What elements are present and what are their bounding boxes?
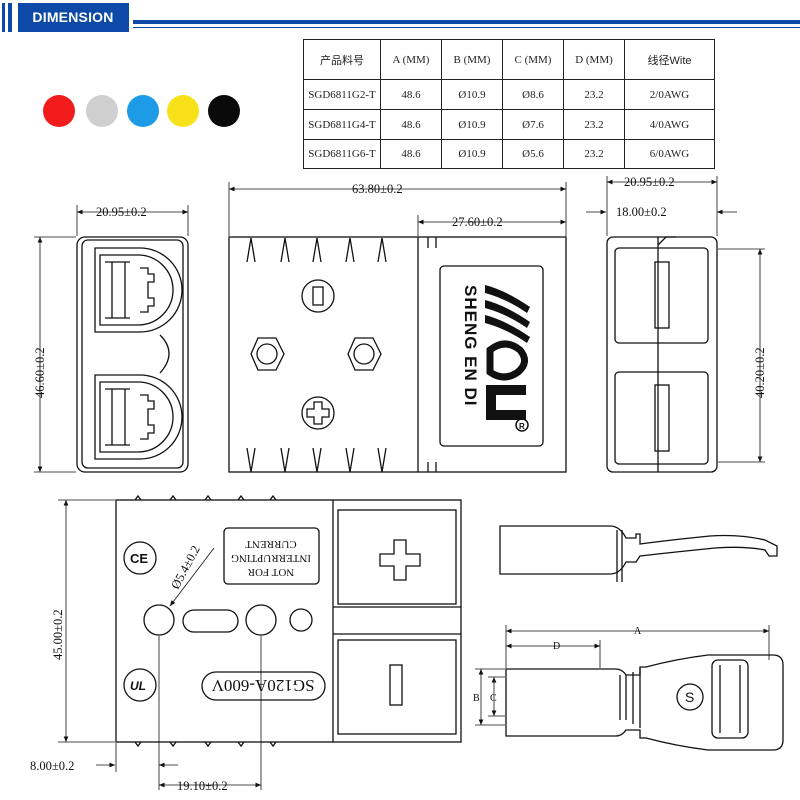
table-cell: SGD6811G2-T xyxy=(303,79,381,110)
side-dimensions xyxy=(586,176,765,463)
header-rule xyxy=(133,20,800,24)
terminal-side-view xyxy=(499,525,778,582)
header-stripe xyxy=(8,3,12,32)
dim-top-length: 63.80±0.2 xyxy=(352,182,403,196)
side-view xyxy=(606,236,718,473)
table-cell: 23.2 xyxy=(563,109,625,140)
header-stripe xyxy=(2,3,5,32)
warning-label: NOT FOR INTERRUPTING CURRENT xyxy=(231,538,311,578)
warning-line-1: NOT FOR xyxy=(247,566,294,578)
header-divider xyxy=(126,3,129,32)
terminal-dimensions xyxy=(475,625,770,726)
terminal-dim-a: A xyxy=(634,626,642,637)
terminal-dim-c: C xyxy=(490,693,497,704)
front-dimensions xyxy=(34,205,189,473)
dim-top-label-width: 27.60±0.2 xyxy=(452,215,503,229)
table-header-row: 产品料号 A (MM) B (MM) C (MM) D (MM) 线径Wite xyxy=(303,39,715,80)
table-header-cell: B (MM) xyxy=(441,39,503,80)
header-title: DIMENSION xyxy=(18,3,128,32)
table-row: SGD6811G6-T 48.6 Ø10.9 Ø5.6 23.2 6/0AWG xyxy=(303,139,715,169)
color-swatch-grey[interactable] xyxy=(86,95,118,127)
terminal-top-view xyxy=(505,654,784,751)
color-swatch-yellow[interactable] xyxy=(167,95,199,127)
table-header-cell: D (MM) xyxy=(563,39,625,80)
color-swatch-black[interactable] xyxy=(208,95,240,127)
bottom-dimensions xyxy=(58,499,262,790)
dim-side-width-outer: 20.95±0.2 xyxy=(624,175,675,189)
table-header-cell: C (MM) xyxy=(502,39,564,80)
dim-bottom-height: 45.00±0.2 xyxy=(51,609,65,660)
color-swatch-red[interactable] xyxy=(43,95,75,127)
ul-mark: UL xyxy=(130,679,146,693)
ce-mark: CE xyxy=(130,551,148,566)
table-cell: 6/0AWG xyxy=(624,139,715,169)
dim-side-width-inner: 18.00±0.2 xyxy=(616,205,667,219)
bottom-view xyxy=(115,494,462,748)
rating-label: SG120A-600V xyxy=(211,676,315,695)
terminal-dim-b: B xyxy=(473,693,480,704)
table-cell: Ø8.6 xyxy=(502,79,564,110)
header-rule xyxy=(133,27,800,28)
table-cell: SGD6811G6-T xyxy=(303,139,381,169)
section-header: DIMENSION xyxy=(0,0,800,36)
registered-mark: R xyxy=(519,422,525,431)
table-header-cell: A (MM) xyxy=(380,39,442,80)
terminal-dim-d: D xyxy=(553,641,560,652)
brand-logo: SHENG EN DI R xyxy=(461,285,530,432)
dim-bottom-spacing: 19.10±0.2 xyxy=(177,779,228,793)
dim-bottom-offset: 8.00±0.2 xyxy=(30,759,74,773)
table-cell: 23.2 xyxy=(563,139,625,169)
table-cell: 23.2 xyxy=(563,79,625,110)
top-view xyxy=(228,236,567,473)
table-cell: Ø5.6 xyxy=(502,139,564,169)
table-cell: 4/0AWG xyxy=(624,109,715,140)
terminal-s-mark: S xyxy=(685,689,694,705)
table-header-cell: 产品料号 xyxy=(303,39,381,80)
header-divider xyxy=(121,3,124,32)
table-header-cell: 线径Wite xyxy=(624,39,715,80)
dim-side-height: 40.20±0.2 xyxy=(753,347,767,398)
dim-front-width: 20.95±0.2 xyxy=(96,205,147,219)
table-cell: SGD6811G4-T xyxy=(303,109,381,140)
spec-table: 产品料号 A (MM) B (MM) C (MM) D (MM) 线径Wite … xyxy=(303,39,715,169)
table-cell: 48.6 xyxy=(380,139,442,169)
front-view xyxy=(76,236,189,473)
dim-front-height: 46.60±0.2 xyxy=(33,347,47,398)
warning-line-2: INTERRUPTING xyxy=(231,552,311,564)
warning-line-3: CURRENT xyxy=(245,538,297,550)
table-row: SGD6811G4-T 48.6 Ø10.9 Ø7.6 23.2 4/0AWG xyxy=(303,109,715,140)
table-cell: 2/0AWG xyxy=(624,79,715,110)
logo-text: SHENG EN DI xyxy=(461,285,480,407)
top-dimensions xyxy=(228,182,567,236)
table-row: SGD6811G2-T 48.6 Ø10.9 Ø8.6 23.2 2/0AWG xyxy=(303,79,715,110)
color-swatch-blue[interactable] xyxy=(127,95,159,127)
